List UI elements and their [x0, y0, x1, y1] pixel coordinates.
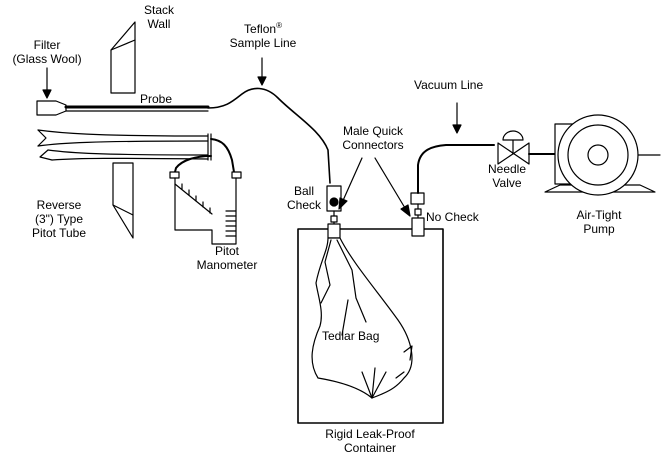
probe-label: Probe	[140, 92, 173, 106]
teflon-sample-line	[207, 87, 331, 184]
connector-arrows	[338, 157, 411, 217]
air-tight-pump-label: Air-Tight Pump	[576, 208, 622, 236]
no-check-label: No Check	[426, 210, 479, 224]
filter-icon	[36, 100, 67, 116]
rigid-container	[297, 228, 444, 424]
teflon-arrow	[257, 57, 267, 86]
needle-valve-label: Needle Valve	[487, 162, 527, 190]
air-tight-pump-icon	[544, 114, 661, 196]
reverse-pitot-tube-label: Reverse (3") Type Pitot Tube	[31, 198, 87, 240]
tedlar-bag-label: Tedlar Bag	[322, 329, 380, 343]
vacuum-line	[417, 144, 495, 194]
filter-arrow	[42, 67, 52, 99]
teflon-sample-line-label: Teflon® Sample Line	[229, 21, 297, 51]
needle-valve-icon	[497, 130, 530, 165]
male-quick-connectors-label: Male Quick Connectors	[342, 124, 404, 152]
ball-check-label: Ball Check	[286, 184, 321, 212]
tedlar-bag	[311, 237, 413, 399]
no-check-connector	[410, 192, 425, 237]
pitot-manometer-label: Pitot Manometer	[196, 244, 258, 272]
stack-wall	[110, 21, 136, 239]
reverse-pitot-tube	[37, 129, 212, 161]
vacuum-arrow	[452, 102, 462, 134]
vacuum-line-label: Vacuum Line	[414, 78, 484, 92]
filter-label: Filter (Glass Wool)	[12, 38, 82, 66]
pitot-manometer	[169, 138, 242, 245]
rigid-container-label: Rigid Leak-Proof Container	[325, 427, 415, 455]
probe	[64, 105, 210, 112]
stack-wall-label: Stack Wall	[143, 3, 174, 31]
ball-check-connector	[326, 185, 342, 239]
